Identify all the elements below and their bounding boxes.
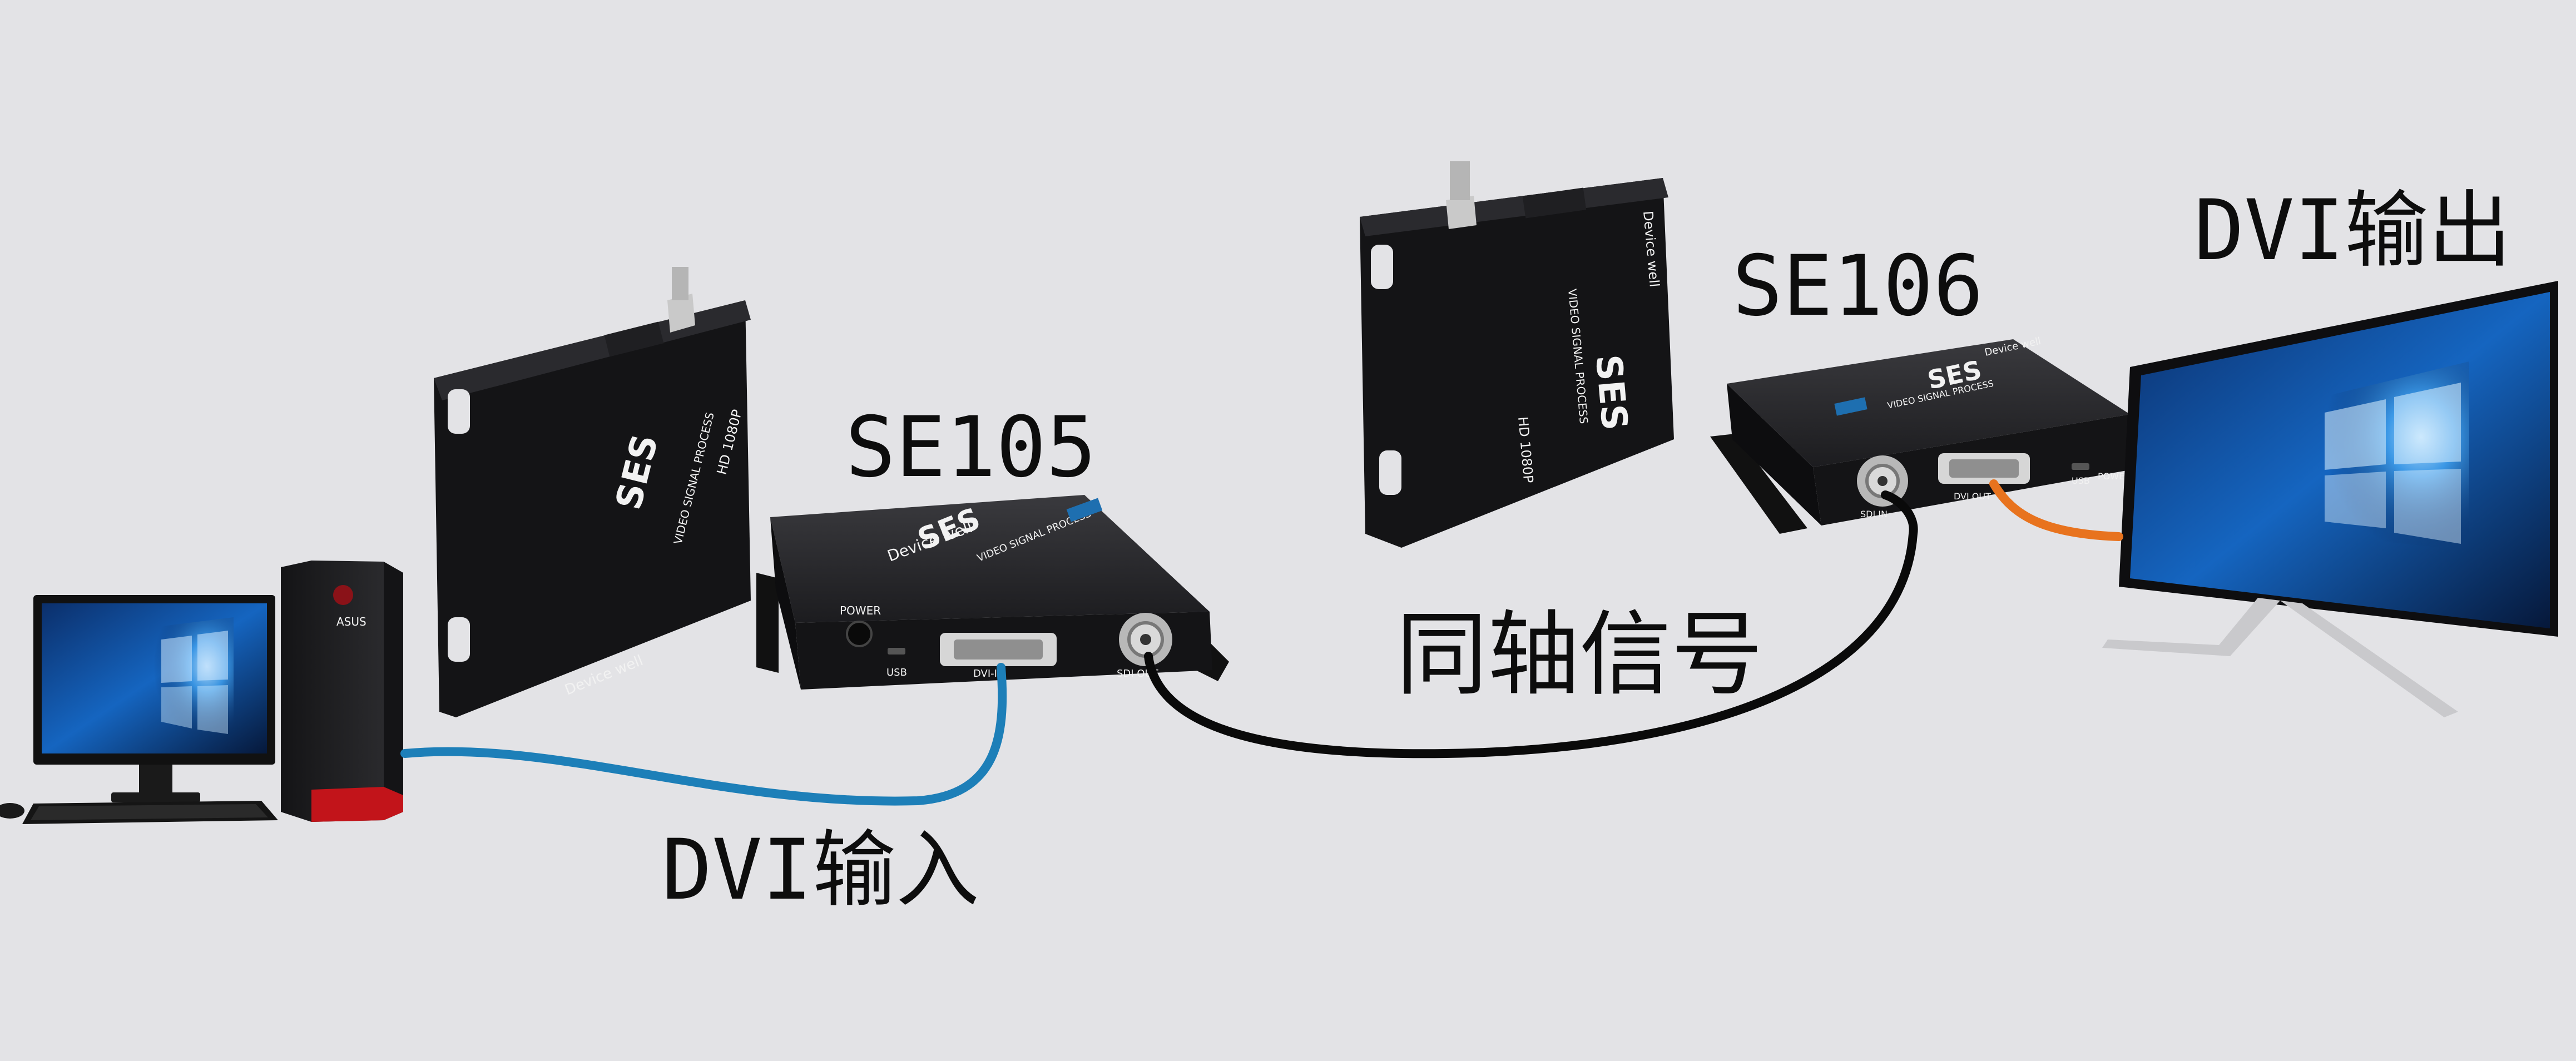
coax-cable [1144,490,1918,758]
se105-large-unit: SES VIDEO SIGNAL PROCESS HD 1080P Device… [434,267,751,717]
se105-usb-label: USB [886,667,907,678]
se105-unit: Device well SES VIDEO SIGNAL PROCESS POW… [756,495,1229,690]
dvi-input-cable [400,663,1007,806]
pc-monitor [33,595,275,802]
dvi-input-label: DVI输入 [662,822,979,919]
pc-tower: ASUS [281,561,403,822]
coax-signal-label: 同轴信号 [1396,601,1763,708]
pc-brand-label: ASUS [336,615,366,628]
se106-large-unit: SES VIDEO SIGNAL PROCESS HD 1080P Device… [1360,161,1674,548]
se105-power-label: POWER [840,604,881,617]
dvi-output-cable [1989,479,2123,541]
se106-dvi-out-label: DVI OUT [1954,491,1991,502]
se105-label: SE105 [845,399,1097,496]
se106-unit: SES VIDEO SIGNAL PROCESS Device well SDI… [1710,335,2131,534]
se105-dvi-in-label: DVI-IN [973,668,1004,680]
se106-power-label: POWER [2098,471,2131,482]
dvi-output-label: DVI输出 [2194,182,2511,279]
se106-large-brand: SES [1587,353,1635,432]
output-monitor [2102,281,2558,717]
se106-label: SE106 [1732,238,1984,335]
mouse-icon [0,803,24,819]
se106-usb-label: USB [2072,475,2090,486]
keyboard [22,801,278,824]
se106-sdi-in-label: SDI IN [1860,509,1888,519]
